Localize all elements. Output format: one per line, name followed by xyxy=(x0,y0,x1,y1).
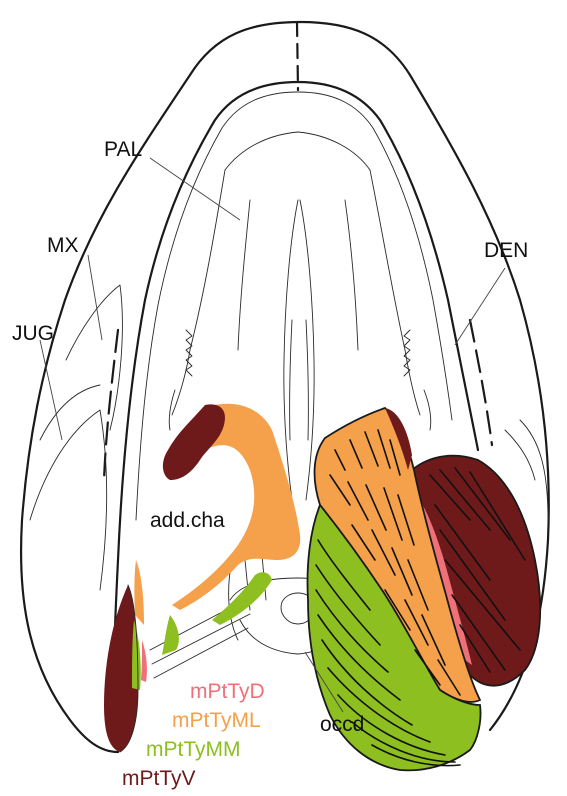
legend-mPtTyV: mPtTyV xyxy=(122,767,196,790)
label-pal: PAL xyxy=(104,138,142,161)
label-mx: MX xyxy=(47,234,79,257)
legend-mPtTyMM: mPtTyMM xyxy=(146,738,241,761)
legend-mPtTyML: mPtTyML xyxy=(172,709,261,732)
mPtTyD-left-lower xyxy=(141,640,147,682)
label-jug: JUG xyxy=(12,322,54,345)
legend-mPtTyD: mPtTyD xyxy=(190,680,265,703)
label-add-cha: add.cha xyxy=(150,509,225,532)
label-occd: occd xyxy=(320,713,364,736)
mPtTyMM-left-2 xyxy=(162,615,179,655)
label-den: DEN xyxy=(484,239,528,262)
legend: mPtTyD mPtTyML mPtTyMM mPtTyV xyxy=(122,680,265,790)
mPtTyML-left-lower xyxy=(134,560,144,625)
